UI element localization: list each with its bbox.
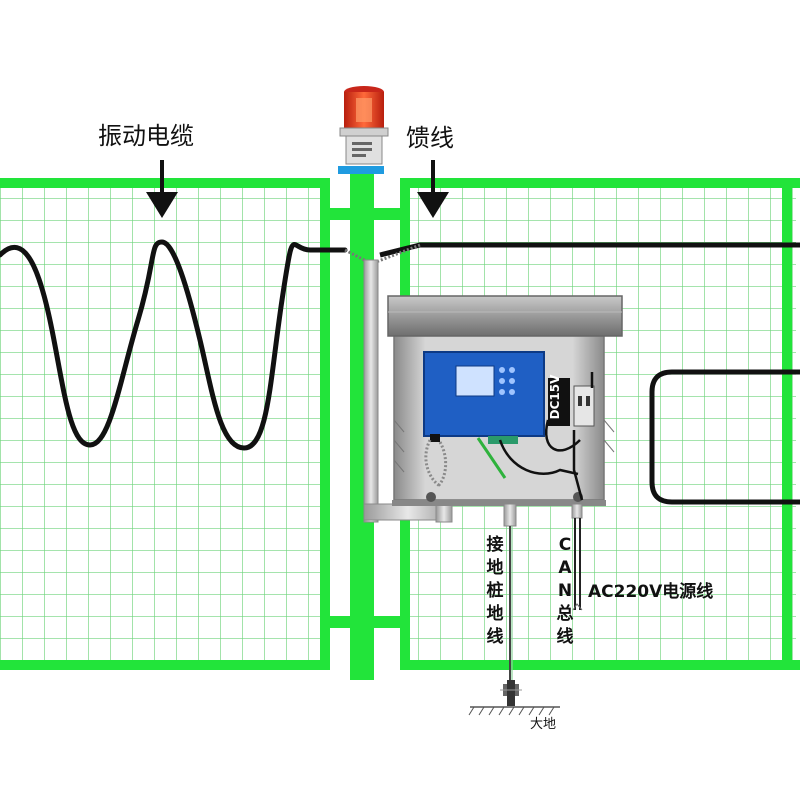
vibration-cable — [0, 239, 348, 451]
feeder-line-arrow — [417, 160, 449, 218]
ground-wire — [503, 503, 517, 688]
alarm-light — [339, 86, 389, 165]
earth-label: 大地 — [530, 717, 557, 732]
can-power-cables — [571, 503, 583, 611]
pole-mount-bracket — [338, 166, 384, 174]
controller-display — [455, 365, 495, 397]
vibration-cable-label: 振动电缆 — [98, 122, 194, 150]
feeder-line-label: 馈线 — [406, 124, 454, 152]
ground-wire-label: 接地桩地线 — [486, 535, 504, 647]
vibration-cable-arrow — [146, 160, 178, 218]
control-box: DC15V — [387, 295, 623, 506]
ground-stake — [468, 680, 560, 716]
dc-power-module — [548, 378, 570, 426]
power-line-label: AC220V电源线 — [588, 582, 714, 602]
circuit-breaker — [573, 385, 595, 427]
can-bus-label: CAN总线 — [556, 535, 574, 647]
dc-voltage-label: DC15V — [548, 374, 562, 419]
left-fence-panel — [0, 178, 330, 670]
vibration-cable-loop — [649, 369, 800, 505]
